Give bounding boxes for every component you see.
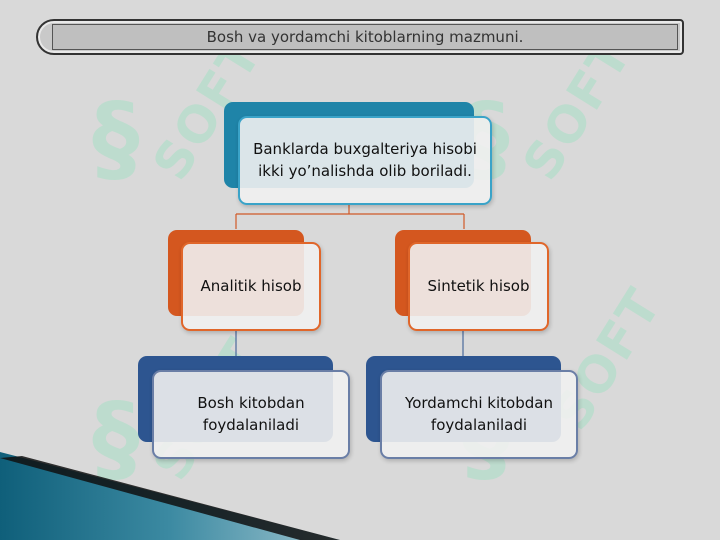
child-node-text: Yordamchi kitobdan foydalaniladi [405,393,553,434]
branch-node-text: Sintetik hisob [427,276,530,295]
branch-node-text: Analitik hisob [200,276,302,295]
watermark-mark: § [92,384,140,494]
slide-title: Bosh va yordamchi kitoblarning mazmuni. [52,24,678,50]
child-node-yordamchi: Yordamchi kitobdan foydalaniladi [380,370,578,459]
root-node-text: Banklarda buxgalteriya hisobi ikki yo’na… [253,139,477,180]
watermark-mark: § [92,84,140,194]
branch-node-sintetik: Sintetik hisob [408,242,549,331]
title-bar: Bosh va yordamchi kitoblarning mazmuni. [36,19,684,55]
branch-node-analitik: Analitik hisob [181,242,321,331]
root-node: Banklarda buxgalteriya hisobi ikki yo’na… [238,116,492,205]
child-node-bosh: Bosh kitobdan foydalaniladi [152,370,350,459]
child-node-text: Bosh kitobdan foydalaniladi [197,393,305,434]
